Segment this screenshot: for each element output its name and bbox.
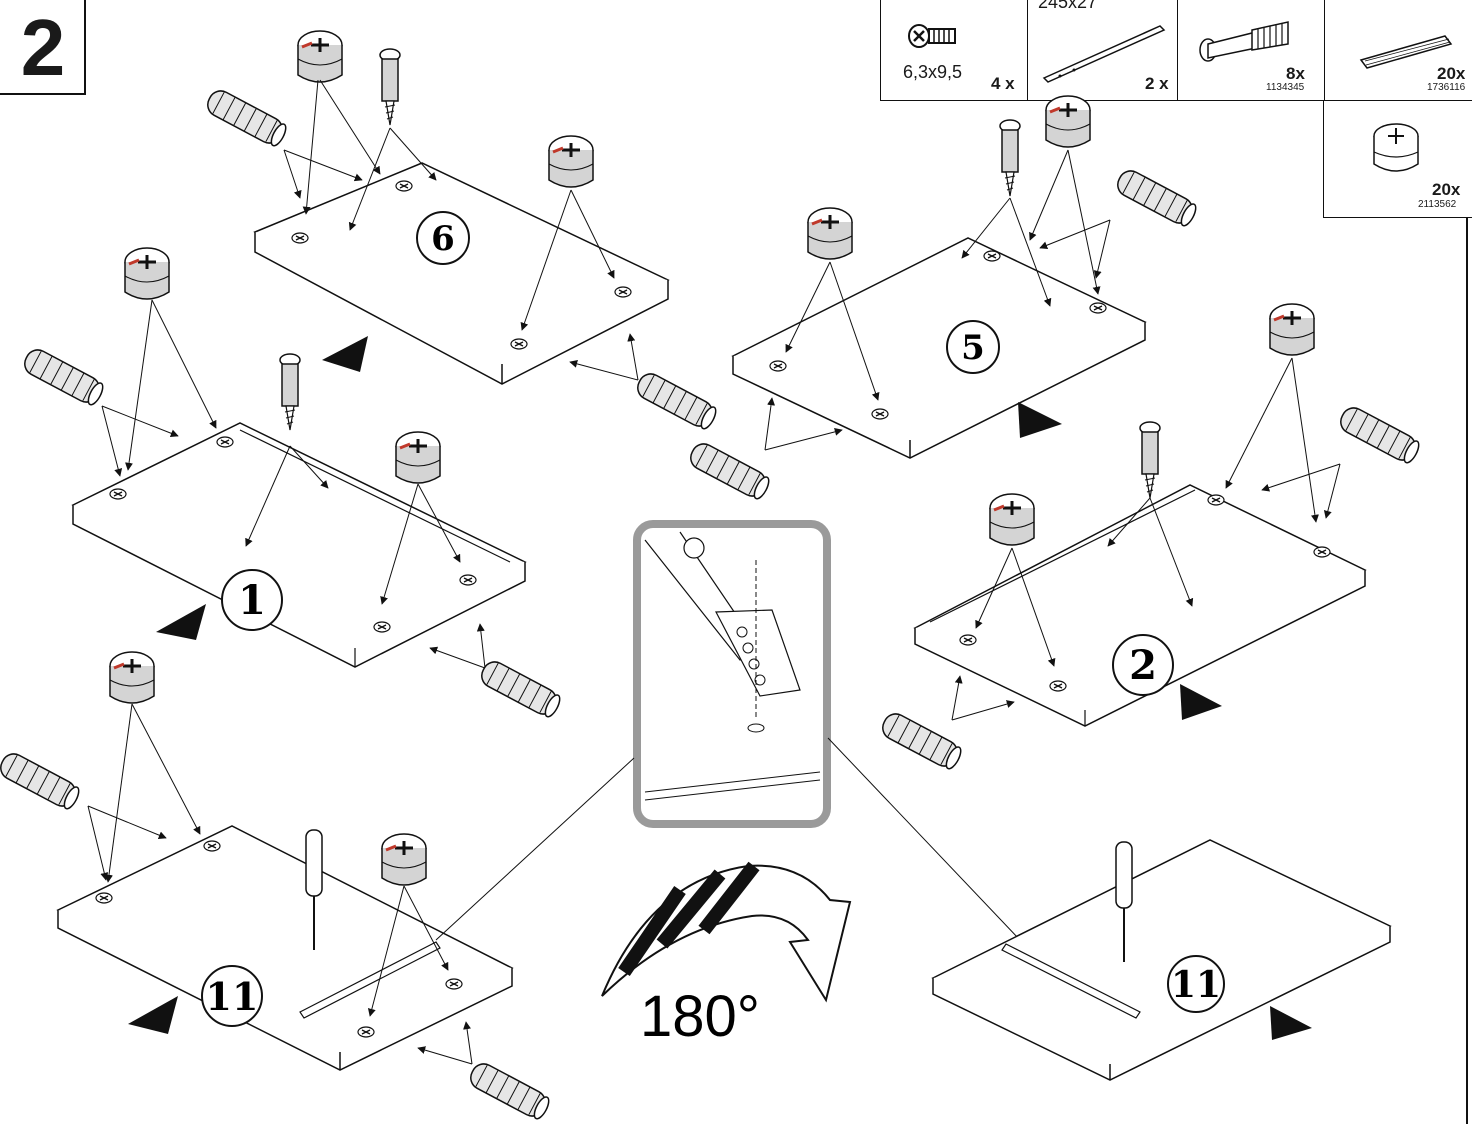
step-box: 2 <box>0 0 86 95</box>
panel-5: 5 <box>685 94 1200 503</box>
panel-1-label: 1 <box>238 577 266 624</box>
panel-6-label: 6 <box>431 219 455 259</box>
cam-bolt-quantity: 8x <box>1286 64 1305 83</box>
panel-11-left: 11 <box>0 650 553 1123</box>
cam-bolt-code: 1134345 <box>1266 82 1305 93</box>
screw-dimension: 6,3x9,5 <box>903 62 963 82</box>
dowel-code: 1736116 <box>1427 82 1466 93</box>
panel-11-right: 11 <box>931 839 1392 1081</box>
panel-2: 2 <box>877 302 1423 773</box>
cam-lock-icon <box>1373 123 1419 172</box>
part-cell-rail: 245x27 2 x <box>1028 0 1178 100</box>
dowel-quantity: 20x <box>1437 64 1466 83</box>
part-cell-cam-bolt: 8x 1134345 <box>1178 0 1325 100</box>
screwdriver-icon <box>305 829 323 950</box>
cam-bolt-icon <box>1199 21 1289 62</box>
right-border-rule <box>1466 218 1468 1124</box>
part-cell-cam-lock: 20x 2113562 <box>1323 100 1472 218</box>
screwdriver-icon-right <box>1115 841 1133 962</box>
panel-6: 6 <box>202 29 720 433</box>
step-number: 2 <box>20 3 66 92</box>
rail-dimension: 245x27 <box>1038 0 1098 12</box>
panel-1: 1 <box>19 246 564 721</box>
rail-quantity: 2 x <box>1145 74 1169 93</box>
part-cell-dowel: 20x 1736116 <box>1325 0 1472 100</box>
panel-11-right-label: 11 <box>1171 964 1221 1006</box>
screw-quantity: 4 x <box>991 74 1015 93</box>
cam-lock-quantity: 20x <box>1432 180 1461 199</box>
panel-2-label: 2 <box>1129 642 1157 689</box>
rotate-180-icon <box>601 861 852 1003</box>
parts-table: 6,3x9,5 4 x 245x27 2 x 8x 1134345 20x 17… <box>880 0 1472 101</box>
metal-rail-icon <box>1042 25 1166 83</box>
wooden-dowel-icon <box>1359 35 1453 69</box>
screw-icon <box>908 24 956 48</box>
panel-11-left-label: 11 <box>206 974 259 1019</box>
cam-lock-code: 2113562 <box>1418 199 1457 210</box>
rail-detail-inset <box>435 520 1021 941</box>
part-cell-screw: 6,3x9,5 4 x <box>881 0 1028 100</box>
rotation-label: 180° <box>640 984 760 1049</box>
panel-5-label: 5 <box>961 328 985 368</box>
